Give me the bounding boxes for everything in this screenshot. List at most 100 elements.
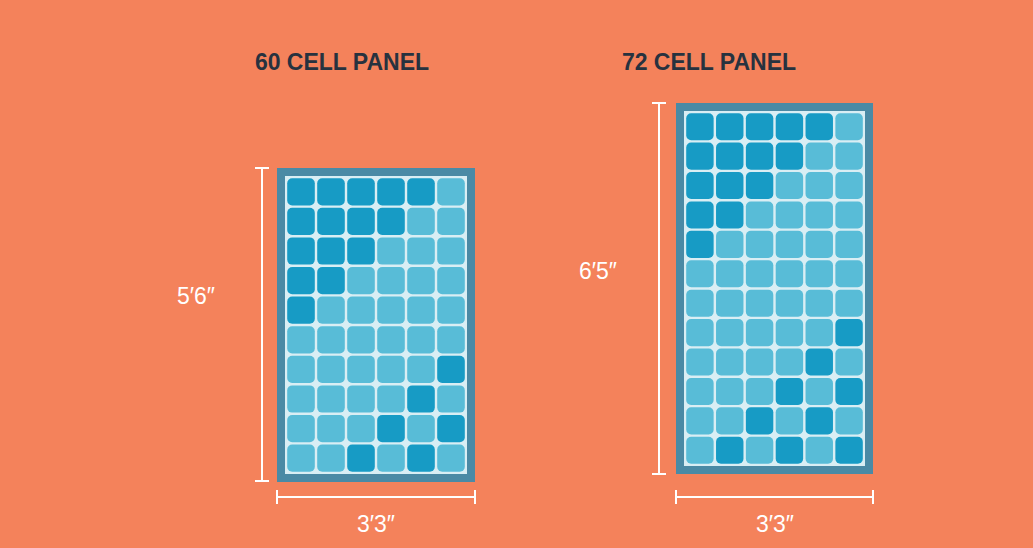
solar-cell bbox=[317, 356, 345, 383]
solar-cell bbox=[407, 267, 435, 294]
solar-cell bbox=[347, 178, 375, 205]
solar-cell bbox=[806, 143, 833, 170]
solar-cell bbox=[287, 445, 315, 472]
solar-cell bbox=[776, 407, 803, 434]
solar-cell bbox=[686, 201, 713, 228]
solar-cell bbox=[347, 445, 375, 472]
solar-cell bbox=[287, 267, 315, 294]
solar-cell bbox=[287, 326, 315, 353]
solar-cell bbox=[377, 237, 405, 264]
solar-cell bbox=[317, 237, 345, 264]
solar-cell bbox=[686, 143, 713, 170]
solar-cell bbox=[686, 349, 713, 376]
solar-cell bbox=[835, 260, 862, 287]
solar-cell bbox=[835, 172, 862, 199]
panel-backsheet bbox=[684, 111, 865, 466]
solar-cell bbox=[746, 437, 773, 464]
solar-cell bbox=[347, 326, 375, 353]
solar-cell bbox=[287, 356, 315, 383]
solar-cell bbox=[776, 378, 803, 405]
solar-cell bbox=[835, 201, 862, 228]
solar-cell bbox=[347, 356, 375, 383]
solar-cell bbox=[776, 231, 803, 258]
solar-cell bbox=[776, 349, 803, 376]
solar-cell bbox=[835, 378, 862, 405]
solar-cell bbox=[686, 407, 713, 434]
solar-cell bbox=[716, 201, 743, 228]
solar-cell bbox=[407, 297, 435, 324]
solar-cell bbox=[437, 237, 465, 264]
solar-cell bbox=[776, 113, 803, 140]
solar-cell bbox=[716, 378, 743, 405]
solar-cell bbox=[806, 113, 833, 140]
solar-cell bbox=[716, 437, 743, 464]
solar-cell bbox=[746, 143, 773, 170]
solar-cell bbox=[377, 326, 405, 353]
solar-cell bbox=[377, 208, 405, 235]
solar-cell bbox=[746, 378, 773, 405]
solar-cell bbox=[776, 290, 803, 317]
height-dimension: 5′6″ bbox=[177, 284, 215, 309]
solar-cell bbox=[317, 297, 345, 324]
solar-cell bbox=[377, 297, 405, 324]
solar-cell bbox=[437, 297, 465, 324]
solar-cell bbox=[407, 385, 435, 412]
width-dimension: 3′3″ bbox=[357, 512, 395, 537]
solar-cell bbox=[716, 260, 743, 287]
panel-frame bbox=[277, 168, 475, 482]
solar-cell bbox=[806, 172, 833, 199]
solar-cell bbox=[746, 172, 773, 199]
solar-cell bbox=[287, 297, 315, 324]
solar-cell bbox=[317, 415, 345, 442]
solar-cell bbox=[437, 445, 465, 472]
solar-cell bbox=[287, 237, 315, 264]
panel-frame bbox=[676, 103, 873, 474]
solar-cell bbox=[835, 437, 862, 464]
solar-cell bbox=[716, 143, 743, 170]
solar-cell bbox=[347, 267, 375, 294]
solar-cell bbox=[835, 143, 862, 170]
solar-cell bbox=[686, 231, 713, 258]
solar-cell bbox=[716, 113, 743, 140]
solar-cell bbox=[407, 178, 435, 205]
solar-cell bbox=[686, 290, 713, 317]
solar-cell bbox=[746, 201, 773, 228]
height-dimension: 6′5″ bbox=[579, 259, 617, 284]
dimension-lines bbox=[255, 103, 873, 504]
solar-cell bbox=[746, 407, 773, 434]
solar-cell bbox=[776, 172, 803, 199]
solar-cell bbox=[287, 208, 315, 235]
solar-cell bbox=[407, 208, 435, 235]
solar-cell bbox=[377, 356, 405, 383]
solar-cell bbox=[437, 415, 465, 442]
solar-cell bbox=[746, 260, 773, 287]
width-dimension: 3′3″ bbox=[756, 512, 794, 537]
solar-cell bbox=[347, 297, 375, 324]
solar-cell bbox=[835, 349, 862, 376]
solar-cell bbox=[377, 415, 405, 442]
solar-cell bbox=[835, 290, 862, 317]
solar-cell bbox=[776, 319, 803, 346]
solar-cell bbox=[716, 172, 743, 199]
solar-cell bbox=[347, 415, 375, 442]
solar-cell bbox=[317, 385, 345, 412]
solar-cell bbox=[377, 178, 405, 205]
solar-cell bbox=[377, 385, 405, 412]
solar-cell bbox=[407, 415, 435, 442]
solar-cell bbox=[806, 407, 833, 434]
solar-cell bbox=[716, 231, 743, 258]
solar-cell bbox=[835, 319, 862, 346]
solar-cell bbox=[806, 319, 833, 346]
solar-cell bbox=[317, 178, 345, 205]
solar-cell bbox=[776, 437, 803, 464]
solar-cell bbox=[746, 113, 773, 140]
solar-cell bbox=[377, 267, 405, 294]
panel-title: 72 CELL PANEL bbox=[622, 50, 796, 75]
solar-cell bbox=[437, 208, 465, 235]
solar-cell bbox=[437, 385, 465, 412]
solar-cell bbox=[806, 201, 833, 228]
solar-cell bbox=[835, 231, 862, 258]
solar-cell bbox=[806, 437, 833, 464]
solar-cell bbox=[746, 290, 773, 317]
solar-cell bbox=[746, 231, 773, 258]
